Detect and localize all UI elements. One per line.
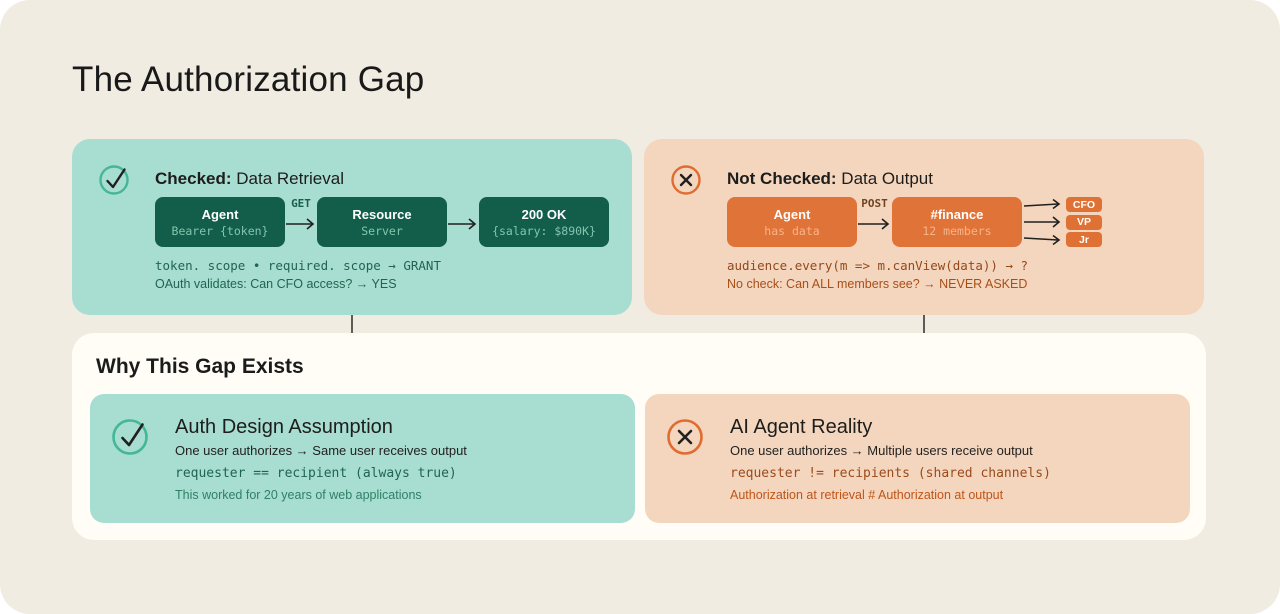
card-note-line: Authorization at retrieval # Authorizati… [730,488,1004,502]
why-gap-panel: Why This Gap Exists Auth Design Assumpti… [72,333,1206,540]
checked-heading-rest: Data Retrieval [231,169,344,188]
post-label: POST [861,197,888,210]
not-checked-panel: Not Checked: Data Output Agent has data … [644,139,1204,315]
card-note-line: This worked for 20 years of web applicat… [175,488,422,502]
x-circle-icon [671,165,701,195]
recipient-chip-vp: VP [1066,214,1102,230]
flow-node-resource-server: Resource Server [317,197,447,247]
response-arrow [447,197,479,247]
not-checked-heading: Not Checked: Data Output [727,169,933,189]
get-label: GET [291,197,311,210]
auth-design-assumption-card: Auth Design Assumption One user authoriz… [90,394,635,523]
fan-out-arrows-icon [1023,198,1061,246]
card-subtitle: One user authorizes → Multiple users rec… [730,443,1033,458]
check-circle-icon [112,419,148,455]
node-subtitle: Server [361,223,403,238]
checked-heading: Checked: Data Retrieval [155,169,344,189]
ai-agent-reality-card: AI Agent Reality One user authorizes → M… [645,394,1190,523]
recipient-chip-jr: Jr [1066,232,1102,247]
checked-code-line: token. scope • required. scope → GRANT [155,258,441,273]
card-title: AI Agent Reality [730,416,873,438]
page-title: The Authorization Gap [72,60,425,99]
checked-note-line: OAuth validates: Can CFO access? → YES [155,277,397,291]
node-title: Resource [352,206,412,222]
not-checked-note-line: No check: Can ALL members see? → NEVER A… [727,277,1028,291]
node-subtitle: {salary: $890K} [492,223,596,238]
check-circle-icon [99,165,129,195]
flow-node-agent: Agent has data [727,197,857,247]
flow-node-finance-channel: #finance 12 members [892,197,1022,247]
not-checked-flow: Agent has data POST #finance 12 members [727,197,1102,247]
node-subtitle: has data [764,223,820,238]
recipient-chips: CFO VP Jr [1066,197,1102,247]
not-checked-heading-rest: Data Output [836,169,933,188]
flow-node-agent: Agent Bearer {token} [155,197,285,247]
node-subtitle: 12 members [922,223,992,238]
node-title: #finance [930,206,984,222]
node-title: Agent [201,206,239,222]
node-subtitle: Bearer {token} [171,223,269,238]
flow-node-200-ok: 200 OK {salary: $890K} [479,197,609,247]
not-checked-code-line: audience.every(m => m.canView(data)) → ? [727,258,1029,273]
right-arrow-icon [448,218,477,230]
post-arrow: POST [857,197,892,247]
checked-heading-bold: Checked: [155,169,232,188]
right-arrow-icon [858,218,890,230]
card-subtitle: One user authorizes → Same user receives… [175,443,467,458]
x-circle-icon [667,419,703,455]
checked-panel: Checked: Data Retrieval Agent Bearer {to… [72,139,632,315]
node-title: Agent [773,206,811,222]
checked-flow: Agent Bearer {token} GET Resource Server [155,197,609,247]
not-checked-heading-bold: Not Checked: [727,169,837,188]
card-code-line: requester != recipients (shared channels… [730,466,1051,481]
node-title: 200 OK [521,206,567,222]
why-gap-title: Why This Gap Exists [96,355,304,378]
card-title: Auth Design Assumption [175,416,393,438]
recipient-chip-cfo: CFO [1066,197,1102,212]
right-arrow-icon [286,218,315,230]
get-arrow: GET [285,197,317,247]
card-code-line: requester == recipient (always true) [175,466,457,481]
